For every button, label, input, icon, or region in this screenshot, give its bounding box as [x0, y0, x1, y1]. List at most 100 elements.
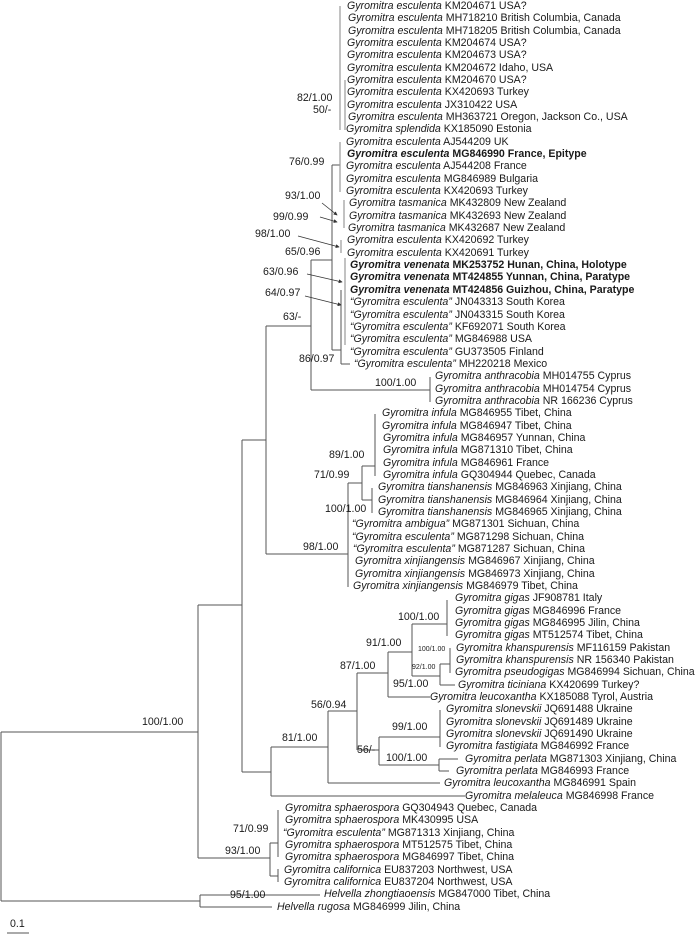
node-support-value: 100/1.00: [325, 503, 367, 515]
taxon-accession-locality: MK430995 USA: [402, 814, 479, 827]
taxon-species: Gyromitra esculenta: [348, 12, 443, 25]
taxon-label: Gyromitra esculenta KM204673 USA?: [347, 49, 527, 61]
node-support-value: 71/0.99: [314, 469, 350, 481]
taxon-accession-locality: MG846947 Tibet, China: [459, 419, 572, 432]
node-support-value: 65/0.96: [285, 246, 321, 258]
taxon-label: Gyromitra esculenta KM204674 USA?: [347, 37, 527, 49]
taxon-accession-locality: MK253752 Hunan, China, Holotype: [452, 259, 627, 272]
taxon-accession-locality: JQ691489 Ukraine: [544, 715, 633, 728]
taxon-species: Gyromitra esculenta: [347, 86, 442, 99]
taxon-accession-locality: MG871301 Sichuan, China: [452, 518, 580, 531]
taxon-species: Gyromitra esculenta: [347, 61, 442, 74]
taxon-label: Gyromitra sphaerospora MK430995 USA: [285, 814, 478, 826]
taxon-accession-locality: MG846963 Xinjiang, China: [495, 481, 622, 494]
taxon-accession-locality: AJ544208 France: [443, 160, 527, 173]
taxon-accession-locality: MT512574 Tibet, China: [532, 629, 643, 642]
taxon-accession-locality: MG846964 Xinjiang, China: [495, 493, 622, 506]
taxon-accession-locality: KX420692 Turkey: [444, 234, 529, 247]
node-support-value: 93/1.00: [285, 190, 321, 202]
taxon-accession-locality: NR 156340 Pakistan: [576, 654, 674, 667]
taxon-species: Gyromitra gigas: [455, 617, 530, 629]
taxon-accession-locality: MG871303 Xinjiang, China: [549, 752, 677, 765]
taxon-species: Gyromitra esculenta: [348, 24, 443, 37]
taxon-label: Gyromitra xinjiangensis MG846979 Tibet, …: [353, 580, 578, 592]
taxon-accession-locality: MG846965 Xinjiang, China: [495, 505, 622, 518]
taxon-species: Gyromitra esculenta: [348, 111, 443, 124]
taxon-species: Gyromitra perlata: [456, 765, 538, 778]
node-support-value: 100/1.00: [386, 752, 428, 764]
taxon-accession-locality: JQ691488 Ukraine: [544, 703, 633, 716]
taxon-label: Gyromitra esculenta KX420691 Turkey: [347, 247, 529, 259]
arrow-icon: [321, 202, 338, 216]
node-support-value: 99/1.00: [392, 721, 428, 733]
taxon-label: Gyromitra khanspurensis MF116159 Pakista…: [456, 642, 670, 654]
taxon-accession-locality: KX420693 Turkey: [443, 185, 528, 198]
node-support-value: 82/1.00: [297, 92, 333, 104]
taxon-accession-locality: JN043315 South Korea: [454, 308, 565, 321]
taxon-accession-locality: MG871310 Tibet, China: [460, 444, 573, 457]
taxon-label: Gyromitra esculenta MH718205 British Col…: [348, 25, 621, 37]
taxon-accession-locality: MG871298 Sichuan, China: [456, 530, 585, 543]
taxon-species: “Gyromitra esculenta”: [350, 308, 452, 321]
taxon-accession-locality: JQ691490 Ukraine: [544, 728, 633, 741]
node-support-value: 56/0.94: [311, 699, 347, 711]
taxon-label: Gyromitra infula MG846947 Tibet, China: [382, 420, 572, 432]
taxon-species: Gyromitra anthracobia: [435, 370, 540, 383]
taxon-species: Helvella rugosa: [277, 900, 351, 913]
taxon-accession-locality: MG846999 Jilin, China: [352, 900, 461, 913]
taxon-label: Gyromitra sphaerospora MG846997 Tibet, C…: [285, 851, 514, 863]
taxon-label: Gyromitra venenata MT424856 Guizhou, Chi…: [350, 284, 634, 296]
node-support-value: 100/1.00: [418, 646, 446, 653]
taxon-species: “Gyromitra esculenta”: [350, 320, 452, 333]
taxon-species: Gyromitra khanspurensis: [456, 654, 574, 667]
taxon-label: Gyromitra tasmanica MK432693 New Zealand: [349, 210, 566, 222]
branch-main-clade: [241, 439, 271, 773]
taxon-accession-locality: JF908781 Italy: [532, 592, 603, 605]
taxon-species: Gyromitra xinjiangensis: [353, 579, 464, 592]
taxon-accession-locality: MG846957 Yunnan, China: [460, 431, 586, 444]
taxon-accession-locality: KM204671 USA?: [444, 0, 527, 12]
node-support-value: 95/1.00: [393, 678, 429, 690]
taxon-species: Gyromitra ticiniana: [458, 678, 547, 691]
taxon-label: Gyromitra xinjiangensis MG846973 Xinjian…: [355, 568, 595, 580]
taxon-label: Gyromitra esculenta KX420693 Turkey: [347, 86, 529, 98]
taxon-accession-locality: EU837204 Northwest, USA: [384, 876, 513, 889]
taxon-species: Gyromitra esculenta: [347, 98, 442, 111]
taxon-species: Gyromitra esculenta: [347, 74, 442, 87]
branch-esculenta-anthracobia: [310, 259, 431, 402]
node-support-value: 63/0.96: [263, 266, 299, 278]
taxon-accession-locality: KF692071 South Korea: [454, 320, 566, 333]
taxon-species: “Gyromitra esculenta”: [354, 357, 456, 370]
scale-bar-label: 0.1: [10, 918, 25, 930]
taxon-accession-locality: MG846973 Xinjiang, China: [468, 567, 595, 580]
taxon-label: Gyromitra esculenta KM204672 Idaho, USA: [347, 62, 553, 74]
taxon-species: Gyromitra venenata: [350, 259, 450, 272]
taxon-accession-locality: MT424856 Guizhou, China, Paratype: [452, 283, 635, 296]
node-support-value: 76/0.99: [289, 156, 325, 168]
taxon-accession-locality: JX310422 USA: [444, 98, 518, 111]
taxon-species: Gyromitra sphaerospora: [285, 814, 400, 827]
taxon-label: Gyromitra venenata MT424855 Yunnan, Chin…: [350, 271, 630, 283]
taxon-accession-locality: MG871313 Xinjiang, China: [387, 826, 515, 839]
taxon-label: Gyromitra esculenta KM204670 USA?: [347, 74, 527, 86]
taxon-species: Gyromitra californica: [284, 863, 382, 876]
taxon-species: Gyromitra esculenta: [346, 135, 441, 148]
node-support-value: 86/0.97: [299, 353, 335, 365]
node-support-value: 98/1.00: [255, 228, 291, 240]
taxon-species: “Gyromitra esculenta”: [353, 542, 455, 555]
taxon-accession-locality: MG846993 France: [540, 765, 630, 778]
taxon-label: Gyromitra venenata MK253752 Hunan, China…: [350, 259, 627, 271]
taxon-label: “Gyromitra esculenta” MH220218 Mexico: [354, 358, 547, 370]
arrow-icon: [304, 295, 342, 307]
taxon-label: Gyromitra xinjiangensis MG846967 Xinjian…: [355, 555, 595, 567]
taxon-accession-locality: AJ544209 UK: [443, 135, 509, 148]
taxon-species: Gyromitra gigas: [455, 592, 530, 605]
taxon-species: Gyromitra esculenta: [347, 0, 442, 12]
branch-gigas-clade: [270, 673, 465, 797]
taxon-species: Gyromitra venenata: [350, 271, 450, 284]
arrow-icon: [297, 235, 340, 249]
node-support-value: 87/1.00: [340, 660, 376, 672]
support-arrows: [297, 202, 343, 307]
taxon-accession-locality: MH718205 British Columbia, Canada: [445, 24, 621, 37]
